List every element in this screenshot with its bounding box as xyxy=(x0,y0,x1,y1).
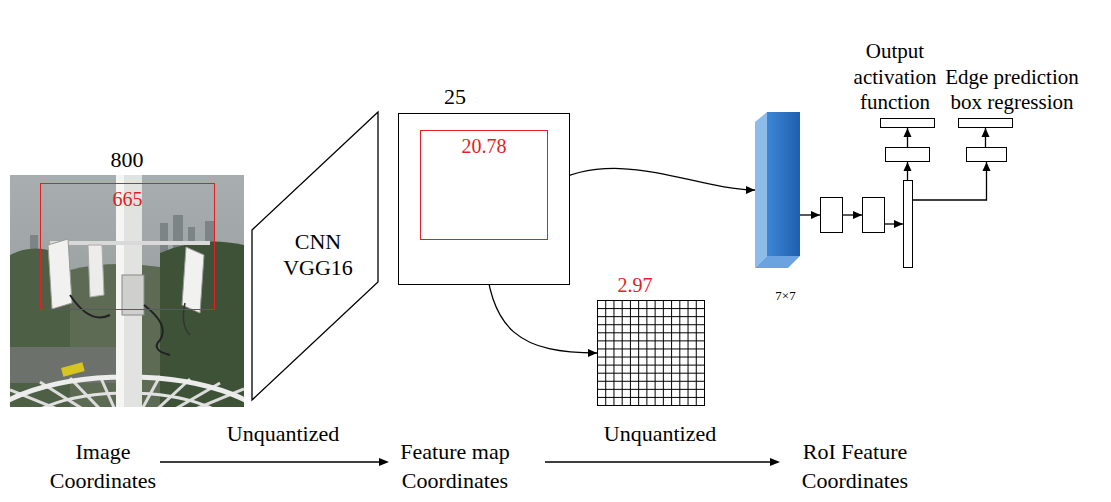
roi-box: 665 xyxy=(40,183,215,310)
arrow-head xyxy=(904,162,912,171)
grid-line xyxy=(597,324,705,325)
arrow-head xyxy=(982,128,990,137)
connector xyxy=(904,162,912,180)
grid-line xyxy=(655,300,656,406)
fc-layer xyxy=(862,197,885,233)
feature-vector xyxy=(903,180,913,268)
grid-line xyxy=(597,397,705,398)
arrow-head xyxy=(770,458,780,466)
coordinate-label: Feature map Coordinates xyxy=(390,438,520,495)
parallelogram xyxy=(252,112,378,400)
arrow-head xyxy=(811,211,820,219)
grid-line xyxy=(597,308,705,309)
fc-layer xyxy=(820,197,843,233)
grid-line xyxy=(663,300,664,406)
roi-size: 665 xyxy=(113,187,143,211)
grid-line xyxy=(597,373,705,374)
grid-line xyxy=(597,316,705,317)
block-side xyxy=(755,112,767,268)
grid-line xyxy=(704,300,705,406)
cell-size: 2.97 xyxy=(618,273,653,297)
coordinate-label: RoI Feature Coordinates xyxy=(790,438,920,495)
branch-title: Output activation function xyxy=(848,39,943,115)
grid-line xyxy=(597,357,705,358)
output-bar: Edge prediction box regression xyxy=(958,118,1013,128)
branch-title: Edge prediction box regression xyxy=(945,65,1080,115)
connector xyxy=(913,162,991,200)
arrow-head xyxy=(746,186,755,194)
grid-line xyxy=(638,300,639,406)
dimension-label: 25 xyxy=(444,84,466,110)
arrow-head xyxy=(379,458,389,466)
grid-line xyxy=(597,300,705,301)
pooled-feature: 7×7 xyxy=(755,112,800,268)
connector-line xyxy=(913,162,987,200)
pool-size: 7×7 xyxy=(775,288,795,304)
output-bar: Output activation function xyxy=(880,118,935,128)
grid-line xyxy=(613,300,614,406)
grid-line xyxy=(646,300,647,406)
arrow-head xyxy=(904,128,912,137)
backbone-label: CNN VGG16 xyxy=(276,229,360,282)
grid-line xyxy=(688,300,689,406)
block-outline xyxy=(755,112,800,268)
grid-line xyxy=(597,348,705,349)
grid-line xyxy=(622,300,623,406)
connector xyxy=(885,220,903,228)
block-bottom xyxy=(755,256,800,268)
roi-grid: 2.97 xyxy=(597,300,705,406)
connector xyxy=(904,128,912,147)
grid-line xyxy=(597,332,705,333)
input-image: 800665 xyxy=(10,175,244,407)
grid-line xyxy=(597,300,598,406)
block-front xyxy=(767,112,800,256)
grid-line xyxy=(597,365,705,366)
grid-line xyxy=(671,300,672,406)
grid-line xyxy=(597,389,705,390)
arrow-head xyxy=(983,162,991,171)
roi-size: 20.78 xyxy=(462,134,507,158)
grid-line xyxy=(696,300,697,406)
grid-line xyxy=(605,300,606,406)
coordinate-label: Unquantized xyxy=(203,420,363,449)
connector xyxy=(800,211,820,219)
feature-map: 2520.78 xyxy=(398,113,570,285)
connector xyxy=(548,168,755,194)
coordinate-label: Image Coordinates xyxy=(38,438,168,495)
arrow-head xyxy=(588,349,597,357)
arrow-line xyxy=(160,461,380,462)
connector-line xyxy=(548,168,755,190)
dimension-label: 800 xyxy=(111,147,144,173)
grid-lines xyxy=(597,300,705,406)
roi-box: 20.78 xyxy=(420,130,548,240)
connector xyxy=(982,128,990,147)
fc-layer xyxy=(885,147,930,162)
grid-line xyxy=(597,405,705,406)
cnn-backbone: CNN VGG16 xyxy=(250,112,380,402)
connector xyxy=(843,211,862,219)
grid-line xyxy=(679,300,680,406)
fc-layer xyxy=(966,147,1007,162)
arrow-line xyxy=(545,461,771,462)
grid-line xyxy=(630,300,631,406)
coordinate-label: Unquantized xyxy=(580,420,740,449)
grid-line xyxy=(597,340,705,341)
arrow-head xyxy=(853,211,862,219)
grid-line xyxy=(597,381,705,382)
arrow-head xyxy=(894,220,903,228)
